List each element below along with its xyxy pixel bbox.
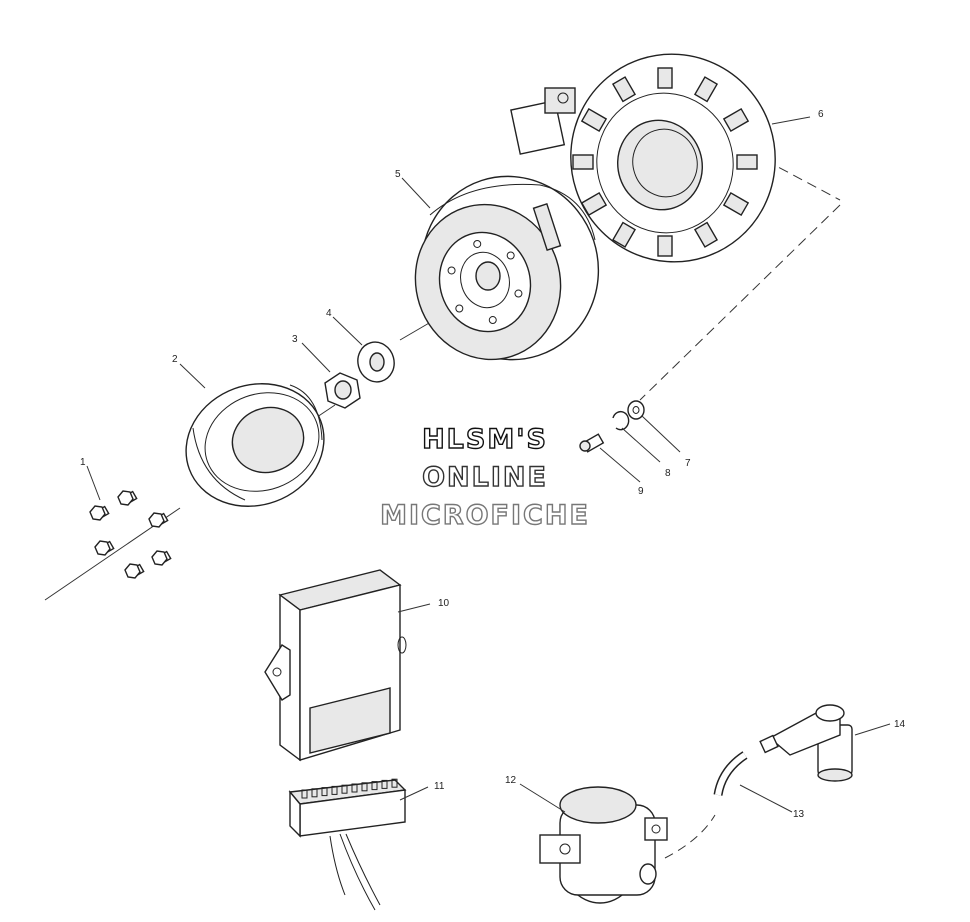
lock-washer-8	[612, 410, 630, 431]
flywheel-hole	[473, 239, 482, 248]
flywheel-hole	[488, 316, 497, 325]
stator-pole	[580, 107, 608, 133]
spark-plug-cap	[759, 704, 853, 782]
screw-9	[579, 433, 605, 453]
stator-pole	[722, 107, 750, 133]
stator-pole	[693, 221, 719, 248]
connector-pin	[341, 784, 348, 794]
stator-pole	[611, 221, 637, 248]
bolt	[148, 512, 169, 528]
connector-pin	[311, 788, 318, 798]
starter-cup	[185, 383, 325, 507]
watermark: HLSM'S ONLINE MICROFICHE	[379, 423, 590, 531]
connector-pin	[301, 789, 308, 799]
watermark-line-1: HLSM'S	[422, 424, 548, 455]
connector-pin	[361, 782, 368, 792]
watermark-line-3: MICROFICHE	[380, 500, 590, 531]
callout-2: 2	[172, 354, 178, 365]
stator	[510, 53, 776, 263]
connector-pin	[351, 783, 358, 793]
callout-8: 8	[665, 468, 671, 479]
flywheel-hole	[514, 289, 523, 298]
connector-pin	[371, 781, 378, 791]
callout-7: 7	[685, 458, 691, 469]
stator-pole	[572, 154, 594, 170]
connector-pin	[331, 785, 338, 795]
stator-pole	[657, 67, 673, 89]
connector-pin	[381, 779, 388, 789]
bolt	[124, 563, 145, 579]
callout-3: 3	[292, 334, 298, 345]
callout-4: 4	[326, 308, 332, 319]
watermark-line-2: ONLINE	[422, 462, 548, 493]
stator-pole	[693, 76, 719, 103]
bolt	[89, 505, 110, 521]
callout-10: 10	[438, 598, 450, 609]
bolt	[94, 540, 115, 556]
stator-pole	[736, 154, 758, 170]
callout-13: 13	[793, 809, 805, 820]
flywheel-hole	[506, 251, 515, 260]
callout-9: 9	[638, 486, 644, 497]
leader-lines	[86, 116, 891, 813]
callout-14: 14	[894, 719, 906, 730]
ignition-coil	[539, 786, 668, 904]
connector	[288, 778, 407, 911]
callout-12: 12	[505, 775, 517, 786]
connector-pin	[391, 778, 398, 788]
connector-pin	[321, 787, 328, 797]
stator-pole	[611, 76, 637, 103]
flywheel	[414, 175, 600, 361]
callout-labels: 1 2 3 4 5 6 7 8 9 10 11 12 13 14	[80, 109, 906, 820]
stator-pole	[722, 191, 750, 217]
callout-6: 6	[818, 109, 824, 120]
ht-lead	[713, 751, 748, 796]
bolts	[89, 490, 172, 579]
flywheel-hole	[447, 266, 456, 275]
nut-3	[324, 372, 361, 409]
bolt	[151, 550, 172, 566]
stator-pole	[657, 235, 673, 257]
washer-7	[627, 400, 645, 420]
washer-4	[357, 341, 395, 383]
callout-11: 11	[434, 781, 445, 792]
bolt	[117, 490, 138, 506]
cdi-module	[264, 569, 407, 762]
flywheel-hole	[455, 304, 464, 313]
callout-1: 1	[80, 457, 86, 468]
callout-5: 5	[395, 169, 401, 180]
stator-pole	[580, 191, 608, 217]
